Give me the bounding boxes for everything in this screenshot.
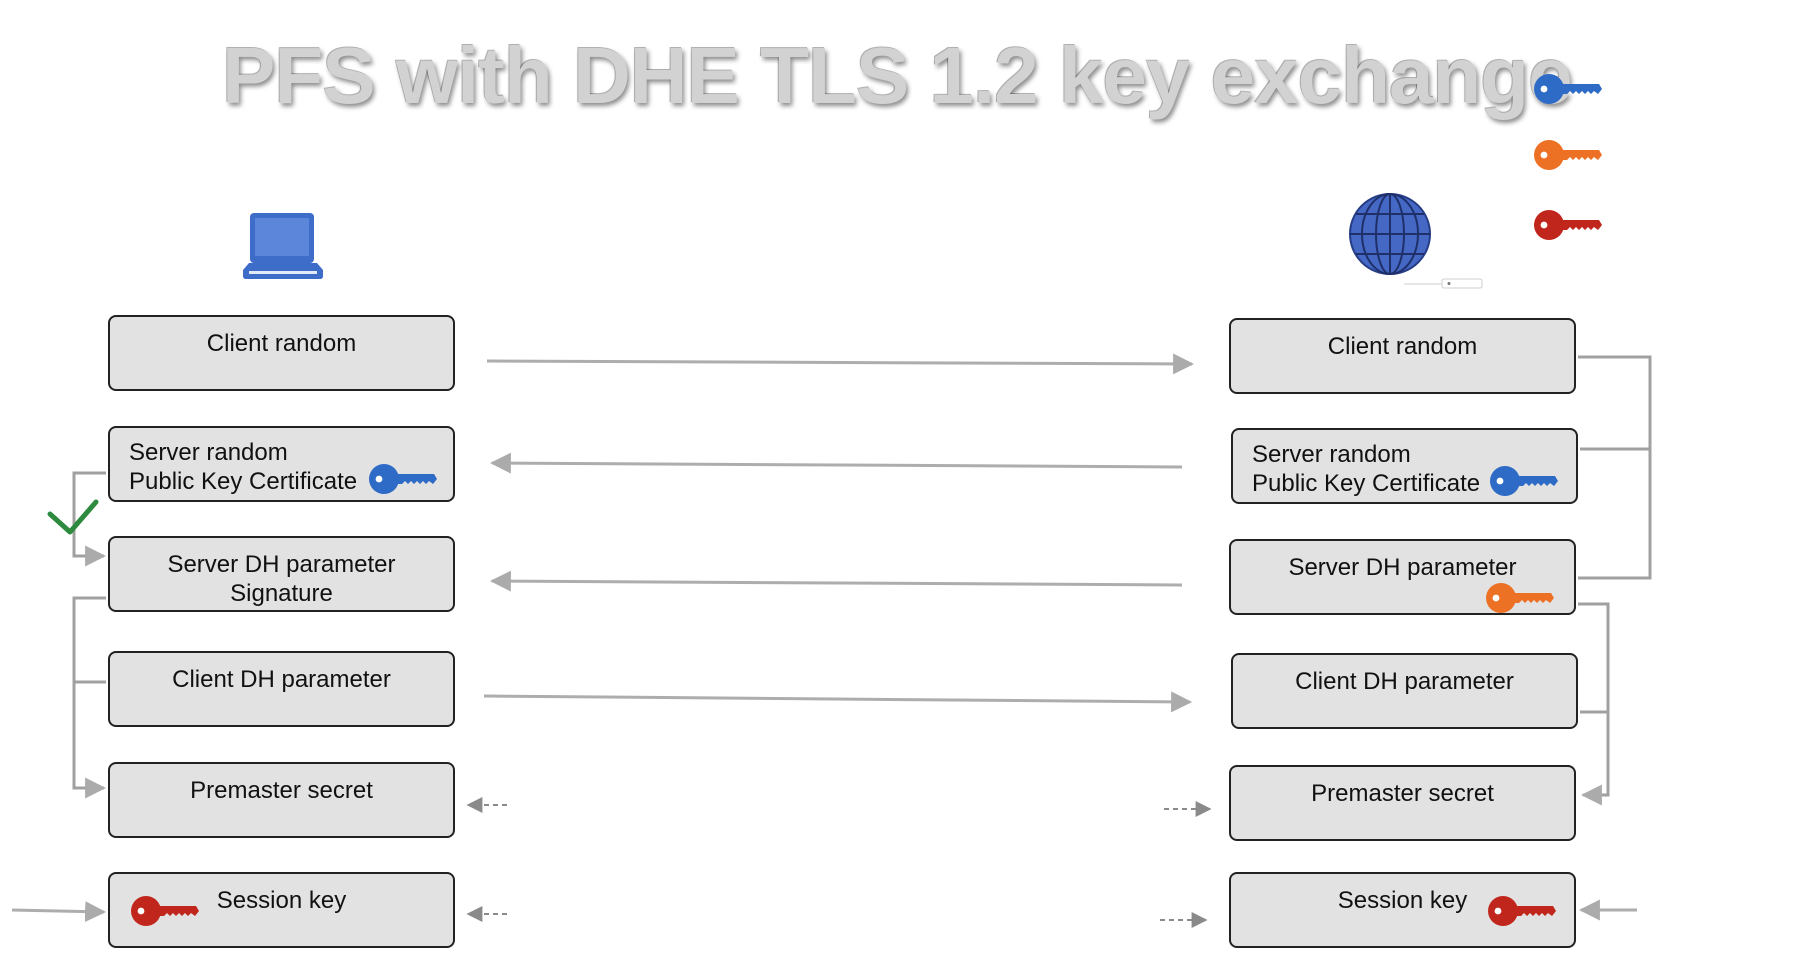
client-verify-connector — [72, 471, 107, 567]
step-label: Premaster secret — [190, 777, 373, 804]
checkmark-icon — [47, 499, 99, 535]
step-label: Premaster secret — [1311, 780, 1494, 807]
client-step-premaster-secret: Premaster secret — [108, 762, 455, 838]
step-label: Client DH parameter — [172, 666, 391, 693]
diagram-title: PFS with DHE TLS 1.2 key exchange — [222, 31, 1573, 120]
message-arrow-client-dh — [483, 691, 1193, 713]
server-step-session-key: Session key — [1229, 872, 1576, 948]
step-label: Client random — [1327, 333, 1478, 360]
server-random-bracket — [1578, 355, 1652, 580]
step-label: Public Key Certificate — [129, 468, 358, 495]
step-label: Server random — [1252, 441, 1411, 468]
client-step-session-key: Session key — [108, 872, 455, 948]
server-step-server-dh: Server DH parameter — [1229, 539, 1576, 615]
client-step-server-random-certificate: Server random Public Key Certificate — [108, 426, 455, 502]
server-step-server-random-certificate: Server random Public Key Certificate — [1231, 428, 1578, 504]
step-label: Client DH parameter — [1295, 668, 1514, 695]
step-label: Session key — [216, 887, 347, 914]
laptop-icon — [243, 213, 323, 279]
step-label: Signature — [230, 580, 333, 607]
client-step-server-dh-signature: Server DH parameter Signature — [108, 536, 455, 612]
message-arrow-client-random — [486, 353, 1195, 375]
step-label: Session key — [1337, 887, 1468, 914]
step-label: Public Key Certificate — [1252, 470, 1481, 497]
client-step-client-dh: Client DH parameter — [108, 651, 455, 727]
step-label: Server random — [129, 439, 288, 466]
step-label: Client random — [206, 330, 357, 357]
message-arrow-server-dh — [489, 570, 1183, 592]
message-arrow-server-hello — [489, 452, 1183, 474]
step-label: Server DH parameter — [167, 551, 396, 578]
server-premaster-connector — [1578, 602, 1610, 806]
globe-server-icon — [1349, 193, 1483, 289]
client-step-client-random: Client random — [108, 315, 455, 391]
server-step-premaster-secret: Premaster secret — [1229, 765, 1576, 841]
session-key-input-left — [11, 901, 107, 923]
server-step-client-dh: Client DH parameter — [1231, 653, 1578, 729]
client-dh-connector — [72, 596, 107, 799]
step-label: Server DH parameter — [1288, 554, 1517, 581]
server-step-client-random: Client random — [1229, 318, 1576, 394]
